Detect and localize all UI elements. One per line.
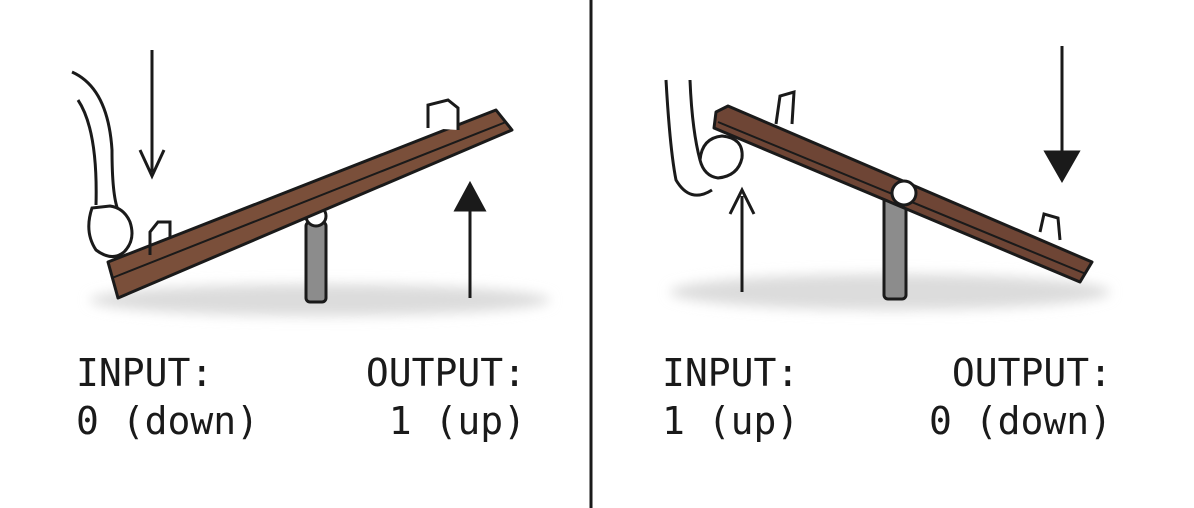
left-handle: [774, 89, 796, 125]
left-output-value: 1 (up): [388, 399, 526, 443]
arm-back: [76, 99, 98, 206]
plank-edge: [111, 121, 507, 279]
pivot-post: [304, 220, 328, 304]
plank: [106, 108, 514, 300]
arm: [71, 70, 120, 211]
up-arrow: [453, 180, 487, 298]
right-panel: [664, 46, 1110, 310]
right-handle: [426, 98, 460, 130]
arm-back: [688, 79, 702, 161]
paw: [87, 204, 134, 258]
arm: [664, 79, 713, 197]
right-output-label: OUTPUT:: [951, 351, 1112, 395]
right-output-value: 0 (down): [928, 399, 1112, 443]
pivot-post: [882, 193, 908, 301]
right-input-label: INPUT:: [662, 351, 800, 395]
down-arrow: [138, 50, 166, 180]
left-input-value: 0 (down): [76, 399, 260, 443]
up-arrow: [728, 186, 756, 292]
left-handle: [148, 220, 172, 255]
left-output-label: OUTPUT:: [365, 351, 526, 395]
pivot-cap: [890, 179, 918, 207]
right-handle: [1038, 212, 1062, 241]
left-panel: [71, 50, 550, 316]
down-arrow: [1043, 46, 1081, 184]
paw: [698, 134, 744, 180]
right-input-value: 1 (up): [662, 399, 800, 443]
left-input-label: INPUT:: [76, 351, 214, 395]
